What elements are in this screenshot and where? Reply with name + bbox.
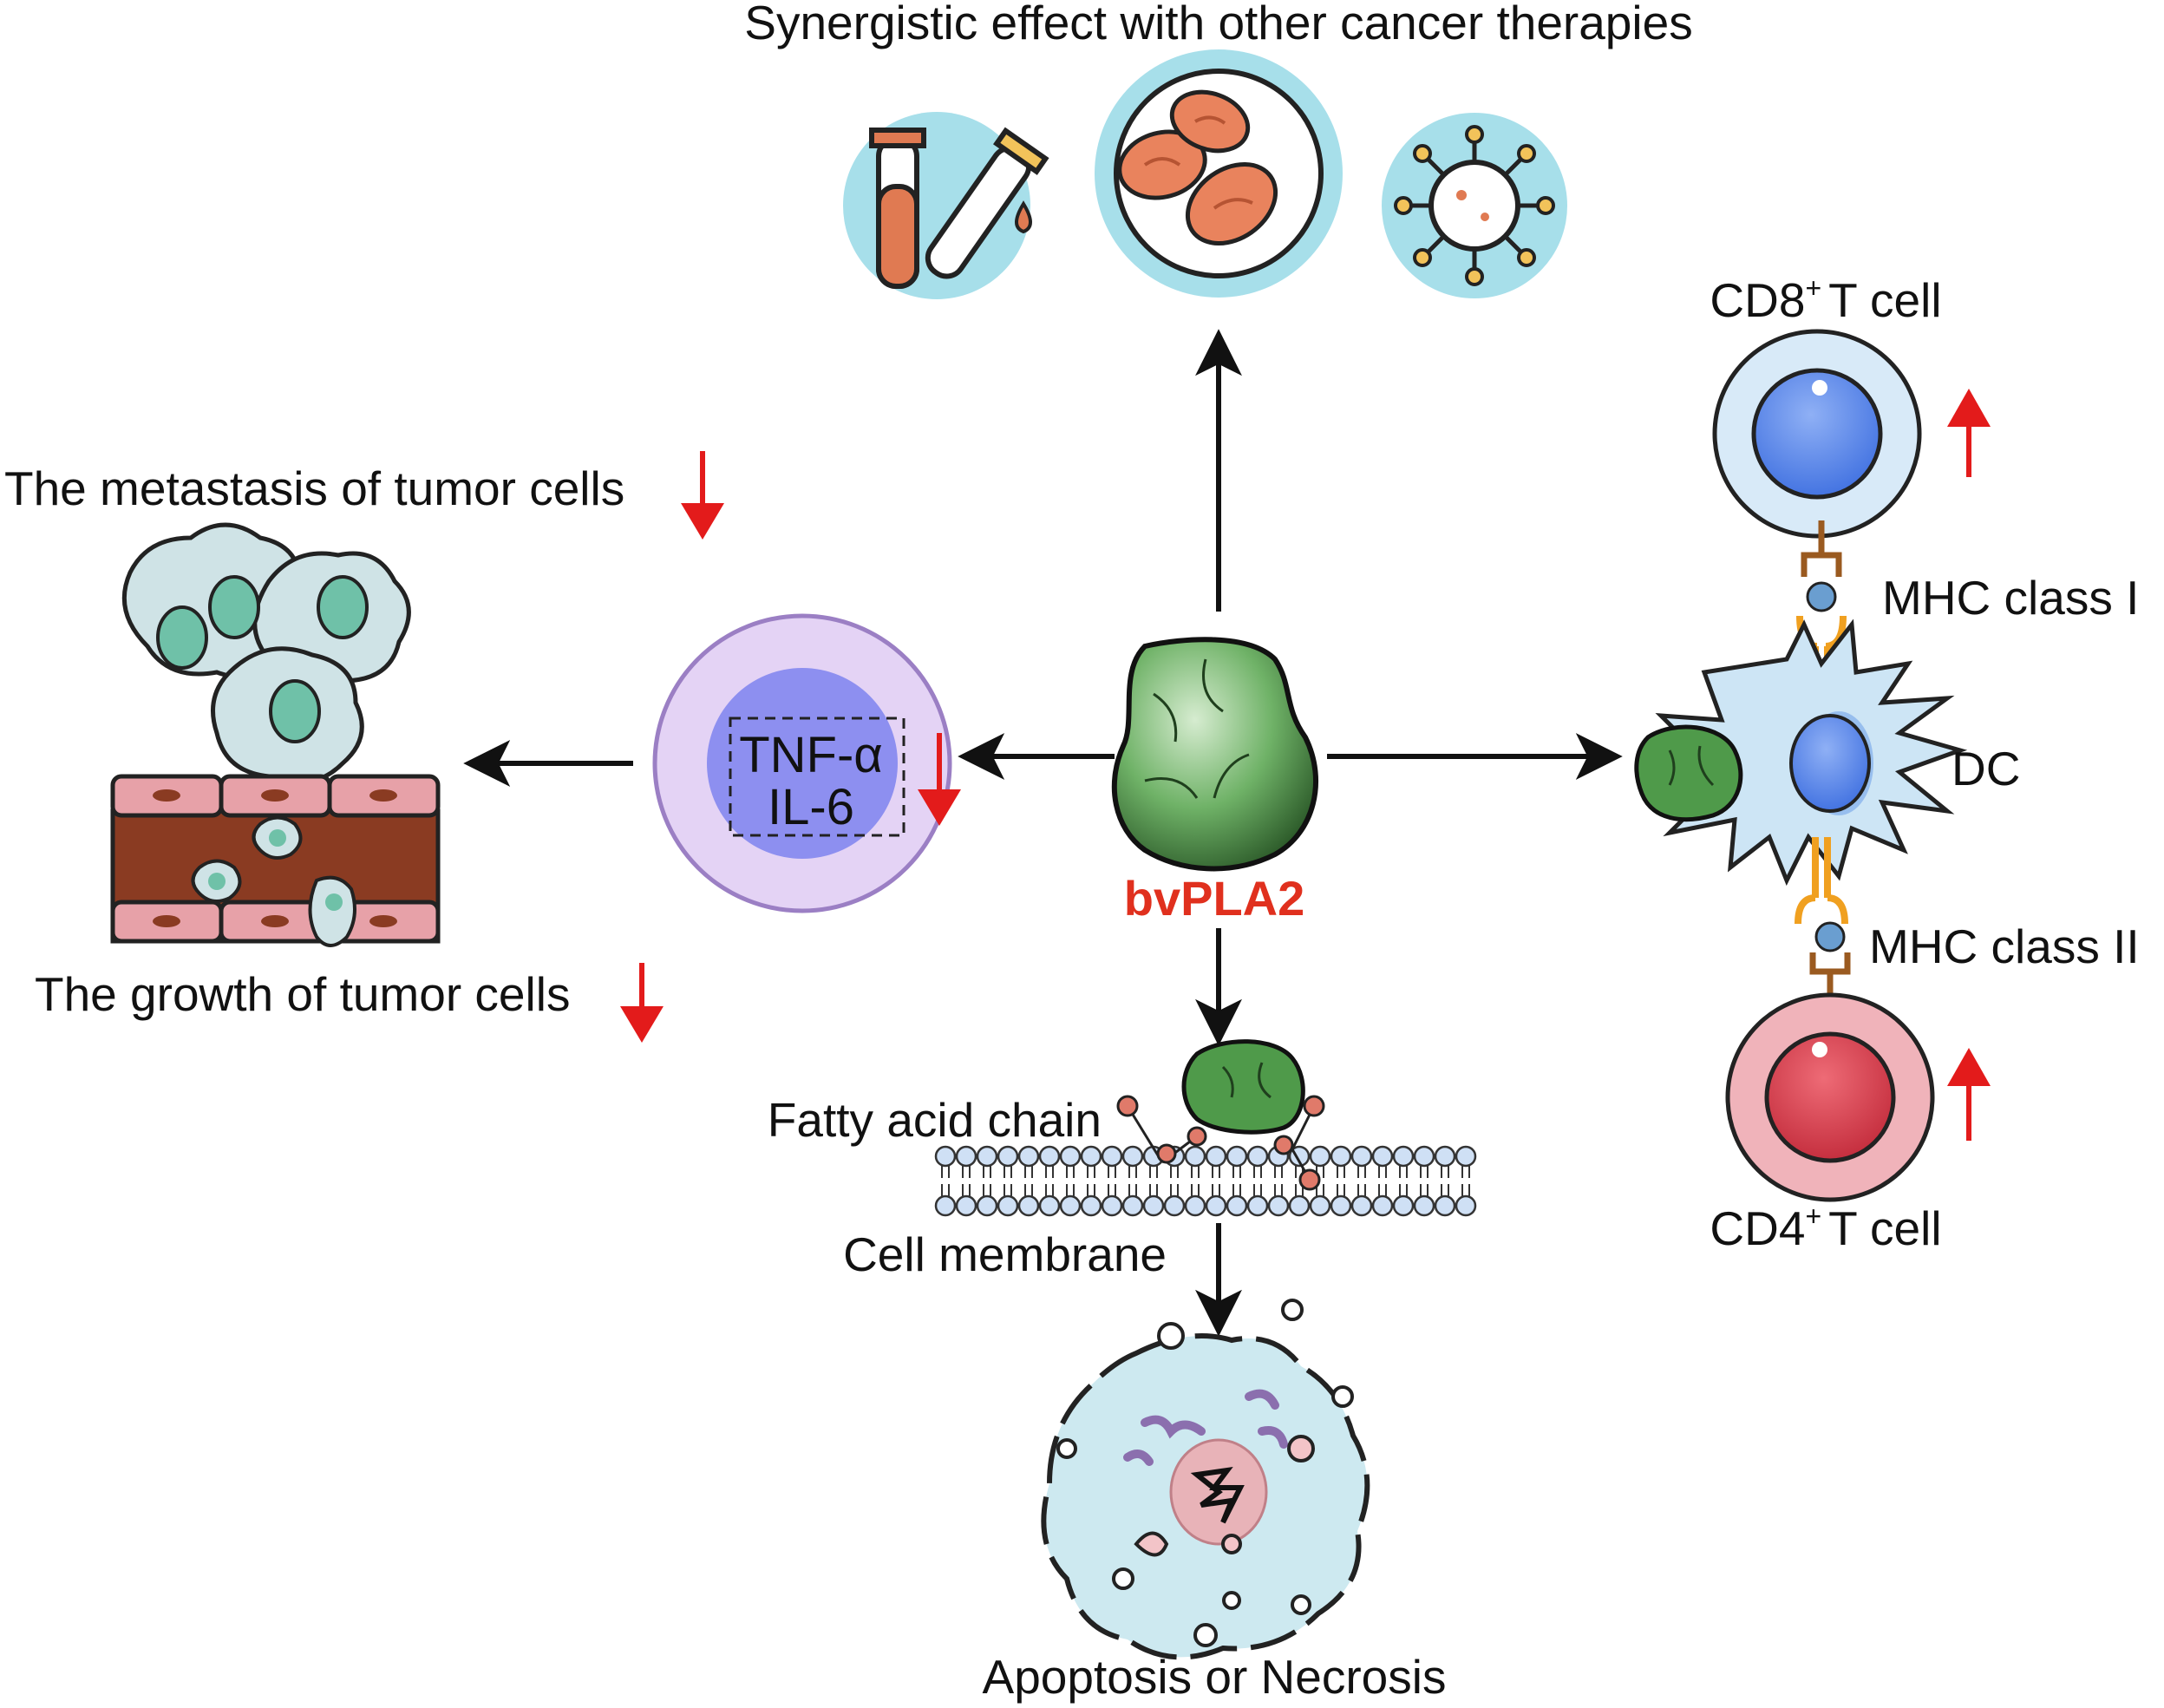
apoptotic-cell-icon <box>1041 1299 1370 1660</box>
blood-vessel-icon <box>110 774 441 947</box>
antigen-peptide-icon <box>1814 921 1846 952</box>
bvpla2-dc-icon <box>1634 724 1743 822</box>
cd4-suffix: T cell <box>1828 1201 1941 1255</box>
cd4-tcell-icon <box>1725 992 1935 1202</box>
bvpla2-bound-icon <box>1181 1039 1305 1135</box>
cd8-tcell-icon <box>1712 329 1922 539</box>
down-arrow-icon <box>681 451 724 540</box>
immune-cell-icon <box>652 613 952 913</box>
mhc-class-i-label: MHC class I <box>1882 571 2139 625</box>
tumor-cell-cluster-icon <box>121 522 411 785</box>
cd4-prefix: CD4 <box>1710 1201 1805 1255</box>
mhc-class-ii-icon <box>1795 837 1848 925</box>
virus-icon <box>1382 113 1567 298</box>
cd8-plus: + <box>1805 272 1821 304</box>
dc-label: DC <box>1952 742 2020 795</box>
cd8-tcell-label: CD8+T cell <box>1710 272 1941 327</box>
mhc-class-ii-label: MHC class II <box>1869 919 2140 973</box>
red-blood-cells-icon <box>1095 49 1343 298</box>
cytokine-tnf: TNF-α <box>739 727 883 783</box>
top-title: Synergistic effect with other cancer the… <box>744 0 1692 49</box>
growth-label: The growth of tumor cells <box>35 967 570 1021</box>
bvpla2-protein-icon <box>1111 637 1318 872</box>
apoptosis-label: Apoptosis or Necrosis <box>983 1650 1447 1704</box>
cd8-prefix: CD8 <box>1710 273 1805 327</box>
cd4-tcell-label: CD4+T cell <box>1710 1201 1941 1255</box>
cell-membrane-icon <box>934 1145 1477 1217</box>
dendritic-cell-icon <box>1641 618 1968 887</box>
down-arrow-icon <box>620 963 664 1043</box>
cytokine-il6: IL-6 <box>768 779 854 835</box>
down-arrow-icon <box>918 733 961 826</box>
up-arrow-icon <box>1947 389 1991 477</box>
cytokine-dashed-box <box>729 717 905 837</box>
antigen-peptide-icon <box>1806 581 1837 612</box>
fatty-acid-label: Fatty acid chain <box>768 1093 1102 1147</box>
metastasis-label: The metastasis of tumor cells <box>4 461 624 515</box>
cell-membrane-label: Cell membrane <box>843 1227 1167 1281</box>
test-tube-icon <box>843 112 1049 299</box>
cd4-plus: + <box>1805 1201 1821 1232</box>
cd8-suffix: T cell <box>1828 273 1941 327</box>
fatty-acid-chain-icon <box>1116 1095 1325 1191</box>
tcr-receptor-icon <box>1801 520 1842 577</box>
bvpla2-label: bvPLA2 <box>1124 871 1305 926</box>
up-arrow-icon <box>1947 1048 1991 1141</box>
